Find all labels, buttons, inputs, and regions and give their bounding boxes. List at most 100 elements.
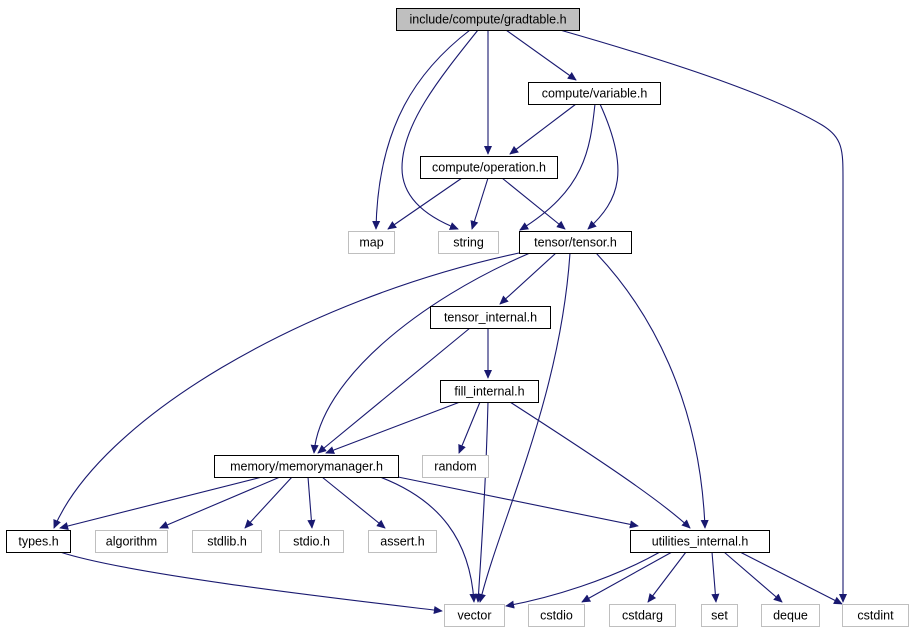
edge-tensor-to-vector	[477, 252, 571, 603]
edge-tensor-to-memorymanager	[310, 252, 531, 454]
node-cstdio: cstdio	[528, 604, 585, 627]
node-label: random	[434, 460, 476, 474]
edge-line	[505, 551, 661, 609]
edge-gradtable-to-string	[401, 29, 479, 230]
node-box	[630, 530, 770, 553]
node-variable[interactable]: compute/variable.h	[528, 82, 661, 105]
node-box	[761, 604, 820, 627]
node-label: compute/operation.h	[432, 161, 546, 175]
edge-fill_internal-to-utilities_internal	[509, 401, 691, 529]
node-box	[444, 604, 505, 627]
node-map: map	[348, 231, 395, 254]
node-label: cstdio	[540, 609, 573, 623]
node-fill-internal[interactable]: fill_internal.h	[440, 380, 539, 403]
edge-line	[310, 252, 531, 454]
edge-memorymanager-to-types	[59, 476, 263, 530]
edge-utilities_internal-to-deque	[723, 551, 783, 603]
node-label: memory/memorymanager.h	[230, 460, 383, 474]
edge-variable-to-tensor	[587, 103, 619, 230]
edge-line	[317, 327, 471, 454]
edge-memorymanager-to-vector	[379, 476, 478, 603]
edge-line	[387, 177, 463, 230]
edge-memorymanager-to-stdio	[307, 476, 316, 529]
node-box	[842, 604, 909, 627]
node-random: random	[422, 455, 489, 478]
node-label: utilities_internal.h	[652, 535, 749, 549]
edge-fill_internal-to-vector	[474, 401, 489, 603]
edge-utilities_internal-to-cstdio	[581, 551, 673, 603]
node-box	[348, 231, 395, 254]
edge-operation-to-map	[387, 177, 463, 230]
edge-line	[581, 551, 673, 603]
node-memorymanager[interactable]: memory/memorymanager.h	[214, 455, 399, 478]
edge-memorymanager-to-utilities_internal	[397, 476, 639, 529]
node-box	[279, 530, 344, 553]
node-utilities-internal[interactable]: utilities_internal.h	[630, 530, 770, 553]
edges-layer	[53, 29, 848, 615]
node-box	[440, 380, 539, 403]
node-box	[214, 455, 399, 478]
node-label: string	[453, 236, 484, 250]
node-box	[396, 8, 580, 31]
edge-line	[595, 252, 709, 529]
node-assert: assert.h	[368, 530, 437, 553]
node-box	[519, 231, 632, 254]
edge-line	[474, 401, 489, 603]
edge-utilities_internal-to-set	[711, 551, 720, 603]
node-gradtable[interactable]: include/compute/gradtable.h	[396, 8, 580, 31]
node-box	[422, 455, 489, 478]
node-box	[528, 82, 661, 105]
node-label: fill_internal.h	[454, 385, 524, 399]
edge-line	[244, 476, 293, 529]
node-label: set	[711, 609, 728, 623]
edge-line	[470, 177, 489, 230]
node-set: set	[701, 604, 738, 627]
node-box	[528, 604, 585, 627]
edge-line	[397, 476, 639, 529]
node-label: map	[359, 236, 383, 250]
edge-operation-to-string	[470, 177, 489, 230]
node-stdio: stdio.h	[279, 530, 344, 553]
edge-line	[509, 103, 577, 155]
edge-gradtable-to-cstdint	[559, 29, 848, 603]
edge-operation-to-tensor	[501, 177, 566, 230]
edge-utilities_internal-to-cstdarg	[647, 551, 687, 603]
nodes-layer: include/compute/gradtable.h compute/varia…	[6, 8, 909, 627]
node-cstdarg: cstdarg	[609, 604, 676, 627]
node-types[interactable]: types.h	[6, 530, 71, 553]
edge-line	[307, 476, 316, 529]
edge-gradtable-to-variable	[505, 29, 577, 81]
edge-tensor-to-utilities_internal	[595, 252, 709, 529]
node-label: cstdarg	[622, 609, 663, 623]
edge-tensor_internal-to-memorymanager	[317, 327, 471, 454]
edge-line	[723, 551, 783, 603]
edge-fill_internal-to-random	[458, 401, 481, 454]
edge-line	[53, 252, 520, 529]
node-label: deque	[773, 609, 808, 623]
edge-line	[321, 476, 386, 529]
edge-utilities_internal-to-vector	[505, 551, 661, 609]
node-box	[368, 530, 437, 553]
node-tensor[interactable]: tensor/tensor.h	[519, 231, 632, 254]
node-label: include/compute/gradtable.h	[409, 13, 566, 27]
edge-line	[477, 252, 571, 603]
node-label: cstdint	[857, 609, 894, 623]
node-label: stdio.h	[293, 535, 330, 549]
edge-tensor-to-tensor_internal	[499, 252, 557, 305]
node-tensor-internal[interactable]: tensor_internal.h	[430, 306, 551, 329]
node-label: stdlib.h	[207, 535, 247, 549]
node-box	[430, 306, 551, 329]
edge-line	[499, 252, 557, 305]
edge-line	[739, 551, 843, 605]
node-label: tensor/tensor.h	[534, 236, 617, 250]
node-string: string	[438, 231, 499, 254]
node-box	[6, 530, 71, 553]
node-label: algorithm	[106, 535, 157, 549]
node-cstdint: cstdint	[842, 604, 909, 627]
edge-line	[401, 29, 479, 230]
node-operation[interactable]: compute/operation.h	[420, 156, 558, 179]
edge-types-to-vector	[59, 551, 443, 615]
edge-fill_internal-to-memorymanager	[325, 401, 461, 454]
edge-line	[379, 476, 478, 603]
